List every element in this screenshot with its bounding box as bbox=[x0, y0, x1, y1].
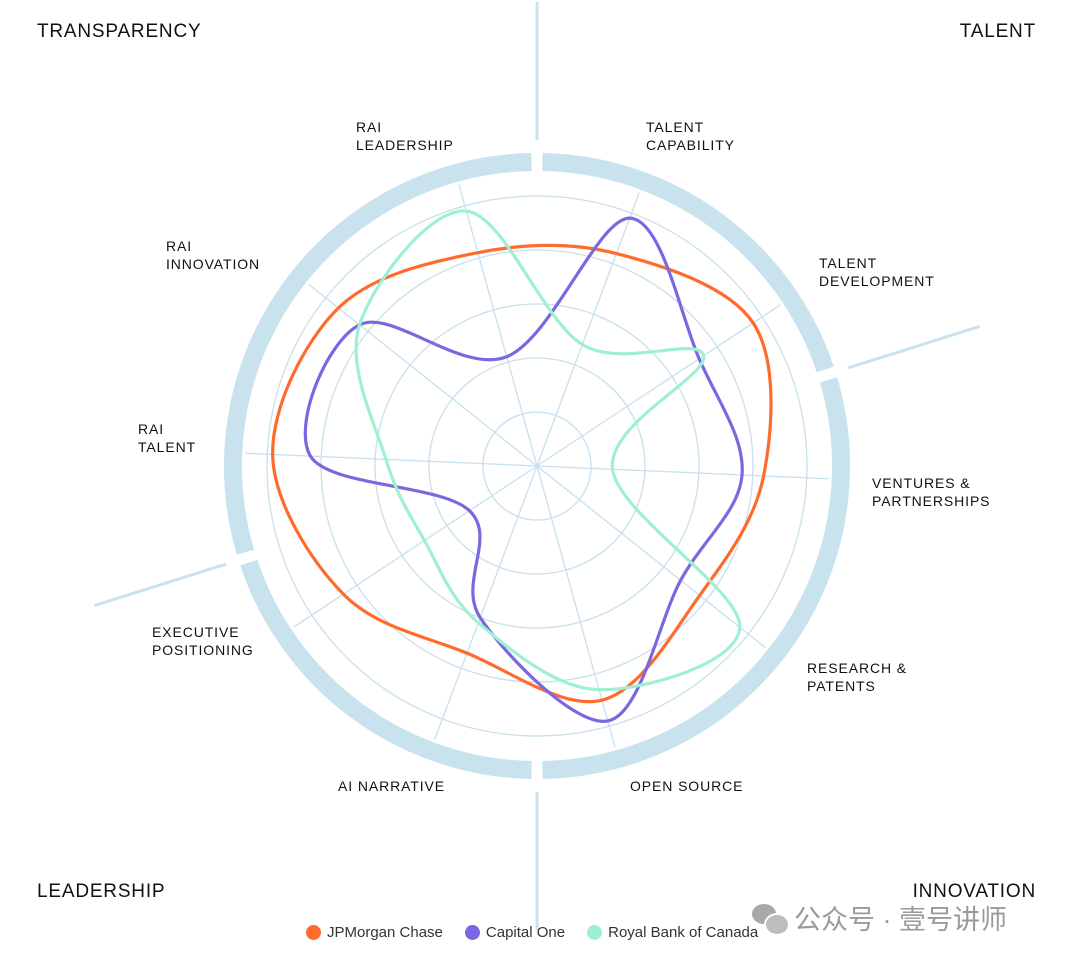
quadrant-label-innovation: INNOVATION bbox=[912, 881, 1036, 902]
legend-label: Capital One bbox=[485, 924, 566, 941]
quadrant-arc bbox=[224, 153, 532, 555]
axis-label-executive: EXECUTIVE POSITIONING bbox=[152, 624, 254, 658]
legend-item-capital-one[interactable]: Capital One bbox=[464, 924, 566, 941]
axis-line bbox=[536, 304, 781, 467]
grid-ring bbox=[428, 357, 646, 575]
quadrant-label-leadership: LEADERSHIP bbox=[37, 881, 166, 902]
quadrant-arc bbox=[240, 559, 532, 779]
axis-label-research: RESEARCH & PATENTS bbox=[807, 660, 908, 694]
grid-ring bbox=[374, 303, 700, 629]
series-line-capital-one bbox=[303, 216, 744, 723]
axis-line bbox=[536, 192, 640, 467]
axis-label-ai-narrative: AI NARRATIVE bbox=[338, 778, 446, 794]
axis-label-ventures: VENTURES & PARTNERSHIPS bbox=[872, 475, 991, 509]
axis-label-open-source: OPEN SOURCE bbox=[630, 778, 744, 794]
legend-label: Royal Bank of Canada bbox=[608, 924, 759, 941]
series-line-royal-bank-of-canada bbox=[354, 209, 742, 692]
quadrant-divider bbox=[94, 562, 227, 607]
quadrant-ring bbox=[94, 2, 980, 930]
watermark: 公众号 · 壹号讲师 bbox=[752, 898, 1007, 937]
axis-line bbox=[536, 465, 616, 748]
legend-item-rbc[interactable]: Royal Bank of Canada bbox=[587, 924, 758, 941]
legend-item-jpmorgan[interactable]: JPMorgan Chase bbox=[306, 924, 443, 941]
axis-label-talent-capability: TALENT CAPABILITY bbox=[646, 119, 735, 153]
axis-line bbox=[293, 465, 538, 628]
axis-line bbox=[536, 465, 766, 649]
axis-label-rai-innovation: RAI INNOVATION bbox=[166, 238, 261, 272]
axis-line bbox=[458, 184, 538, 467]
axis-line bbox=[434, 465, 538, 740]
axis-label-rai-leadership: RAI LEADERSHIP bbox=[356, 119, 454, 153]
series-lines bbox=[271, 209, 773, 723]
axis-line bbox=[245, 452, 538, 467]
legend-label: JPMorgan Chase bbox=[327, 924, 443, 941]
axis-label-rai-talent: RAI TALENT bbox=[138, 421, 197, 455]
quadrant-divider bbox=[847, 325, 980, 370]
watermark-text: 公众号 · 壹号讲师 bbox=[794, 905, 1007, 935]
grid-ring bbox=[266, 195, 808, 737]
grid-ring bbox=[482, 411, 592, 521]
legend: JPMorgan Chase Capital One Royal Bank of… bbox=[306, 924, 758, 941]
quadrant-arc bbox=[542, 153, 834, 373]
axis-label-talent-development: TALENT DEVELOPMENT bbox=[819, 255, 935, 289]
axis-line bbox=[308, 283, 538, 467]
quadrant-label-transparency: TRANSPARENCY bbox=[37, 21, 202, 42]
quadrant-label-talent: TALENT bbox=[959, 21, 1036, 42]
legend-swatch bbox=[464, 925, 480, 940]
quadrant-arc bbox=[542, 377, 850, 779]
wechat-icon bbox=[752, 903, 790, 936]
axis-line bbox=[536, 465, 829, 480]
legend-swatch bbox=[306, 925, 321, 940]
legend-swatch bbox=[587, 925, 603, 940]
